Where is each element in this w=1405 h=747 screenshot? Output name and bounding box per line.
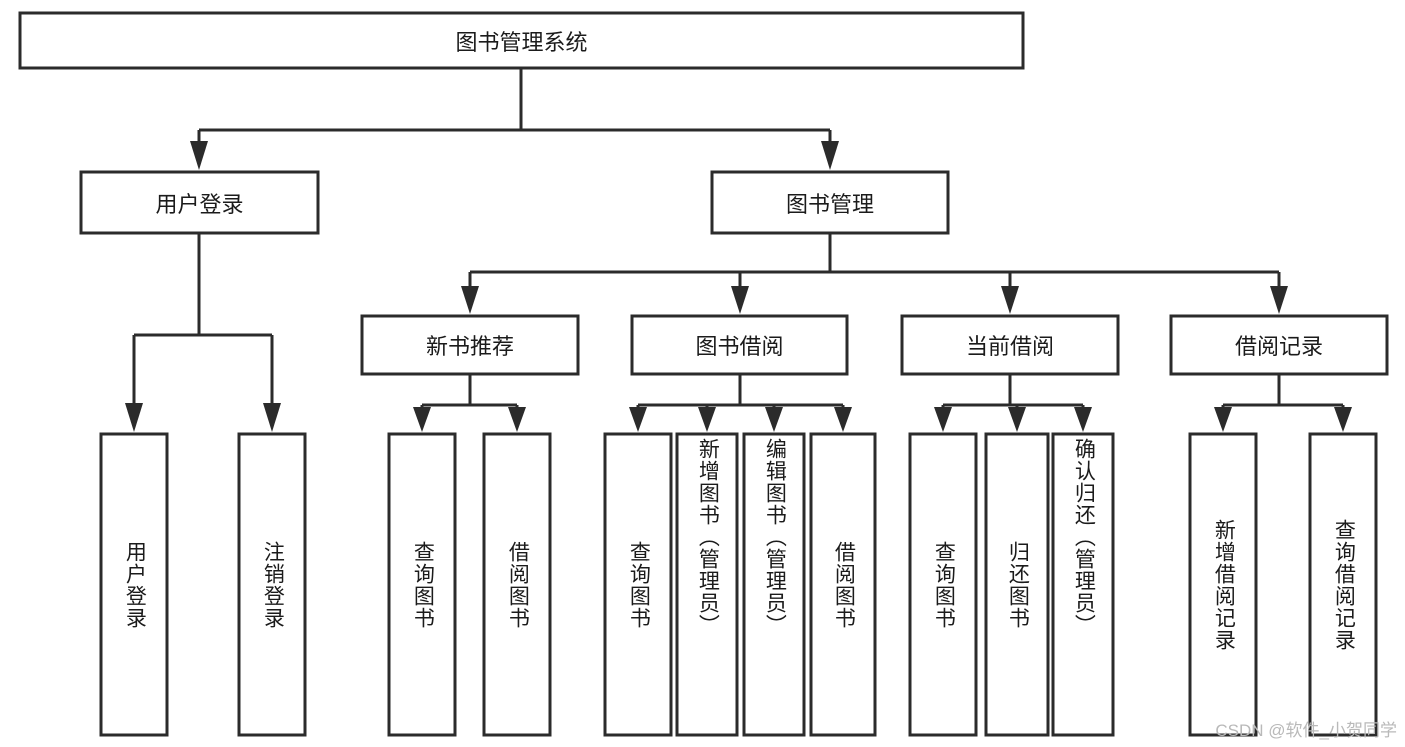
leaf-box-borrow-book-bb[interactable] [809,432,877,737]
arrow-head-bb-leaf-3 [765,407,783,432]
leaf-box-add-borrow-record[interactable] [1188,432,1258,737]
arrow-head-book-mgmt [821,141,839,170]
connector-group-user-login [125,233,281,432]
arrow-head-user-login [190,141,208,170]
node-box-book-management[interactable] [710,170,950,235]
arrow-head-bb-leaf-4 [834,407,852,432]
csdn-watermark: CSDN @软件_小贺同学 [1215,721,1397,740]
connector-group-new-book-rec [413,374,526,432]
node-box-current-borrowing[interactable] [900,314,1120,376]
arrow-head-new-book-rec [461,286,479,314]
arrow-head-bb-leaf-2 [698,407,716,432]
arrow-head-bb-leaf-1 [629,407,647,432]
arrow-head-nbr-leaf-2 [508,407,526,432]
leaf-box-query-borrow-record[interactable] [1308,432,1378,737]
connector-group-book-borrow [629,374,852,432]
leaf-box-return-book[interactable] [984,432,1050,737]
arrow-head-borrow-record [1270,286,1288,314]
arrow-head-nbr-leaf-1 [413,407,431,432]
arrow-head-cb-leaf-1 [934,407,952,432]
leaf-box-query-book-cb[interactable] [908,432,978,737]
node-box-new-book-recommendation[interactable] [360,314,580,376]
node-box-borrowing-record[interactable] [1169,314,1389,376]
leaf-box-user-login[interactable] [99,432,169,737]
connector-group-book-mgmt [461,233,1288,314]
connector-group-borrow-record [1214,374,1352,432]
arrow-head-book-borrow [731,286,749,314]
arrow-head-br-leaf-2 [1334,407,1352,432]
node-box-user-login[interactable] [79,170,320,235]
node-box-book-borrowing[interactable] [630,314,849,376]
leaf-box-confirm-return-admin[interactable] [1051,432,1115,737]
leaf-box-logout[interactable] [237,432,307,737]
leaf-box-borrow-book-nbr[interactable] [482,432,552,737]
leaf-box-query-book-nbr[interactable] [387,432,457,737]
arrow-head-current-borrow [1001,286,1019,314]
arrow-head-cb-leaf-2 [1008,407,1026,432]
arrow-head-leaf-logout [263,403,281,432]
arrow-head-cb-leaf-3 [1074,407,1092,432]
connector-group-current-borrow [934,374,1092,432]
connector-group-root [190,68,839,170]
leaf-box-edit-book-admin[interactable] [742,432,806,737]
node-box-root[interactable] [18,11,1025,70]
arrow-head-leaf-user-login [125,403,143,432]
arrow-head-br-leaf-1 [1214,407,1232,432]
leaf-box-query-book-bb[interactable] [603,432,673,737]
leaf-box-add-book-admin[interactable] [675,432,739,737]
